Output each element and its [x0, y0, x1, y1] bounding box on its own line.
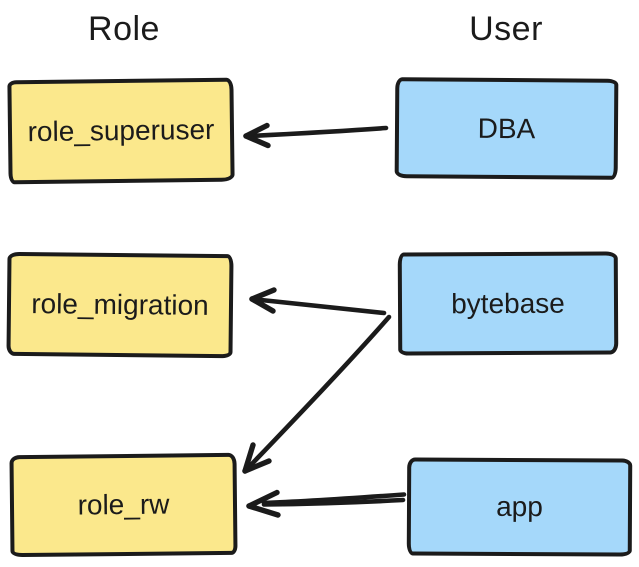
- node-dba-label: DBA: [477, 112, 536, 144]
- node-role-superuser-label: role_superuser: [27, 113, 215, 148]
- arrow-bytebase-to-role-migration: [249, 287, 387, 316]
- node-bytebase: bytebase: [397, 251, 619, 356]
- node-role-migration: role_migration: [6, 251, 234, 359]
- arrow-dba-to-role-superuser: [243, 122, 389, 149]
- node-role-migration-label: role_migration: [31, 288, 209, 321]
- node-role-rw: role_rw: [9, 452, 238, 558]
- node-app: app: [406, 457, 633, 557]
- user-column-title: User: [469, 10, 543, 48]
- arrow-bytebase-to-role-rw: [242, 314, 392, 474]
- arrow-app-to-role-rw: [246, 489, 407, 518]
- node-role-rw-label: role_rw: [77, 488, 170, 521]
- node-app-label: app: [496, 490, 543, 523]
- node-bytebase-label: bytebase: [451, 287, 565, 319]
- node-role-superuser: role_superuser: [7, 77, 235, 185]
- node-dba: DBA: [394, 77, 619, 180]
- role-column-title: Role: [88, 10, 160, 48]
